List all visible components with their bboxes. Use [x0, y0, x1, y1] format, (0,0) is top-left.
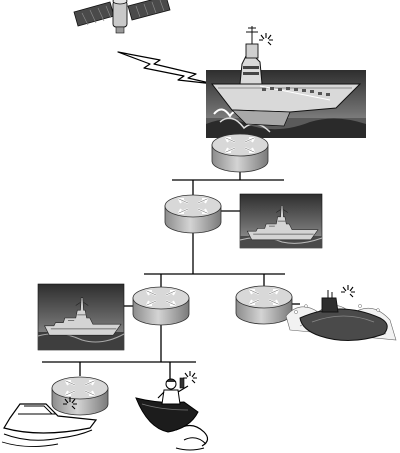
network-links — [42, 168, 300, 380]
speedboat-icon — [1, 396, 98, 447]
router-icon — [51, 376, 109, 416]
frigate-ship-icon — [37, 283, 125, 351]
destroyer-ship-icon — [239, 193, 323, 249]
router-icon — [211, 133, 269, 173]
submarine-icon — [285, 284, 397, 342]
satellite-icon — [73, 0, 171, 34]
wireless-link-bolt-icon — [117, 51, 215, 85]
aircraft-carrier-icon — [206, 26, 366, 138]
router-icon — [164, 194, 222, 234]
router-icon — [235, 285, 293, 325]
soldier-in-boat-icon — [135, 370, 209, 451]
router-icon — [132, 286, 190, 326]
